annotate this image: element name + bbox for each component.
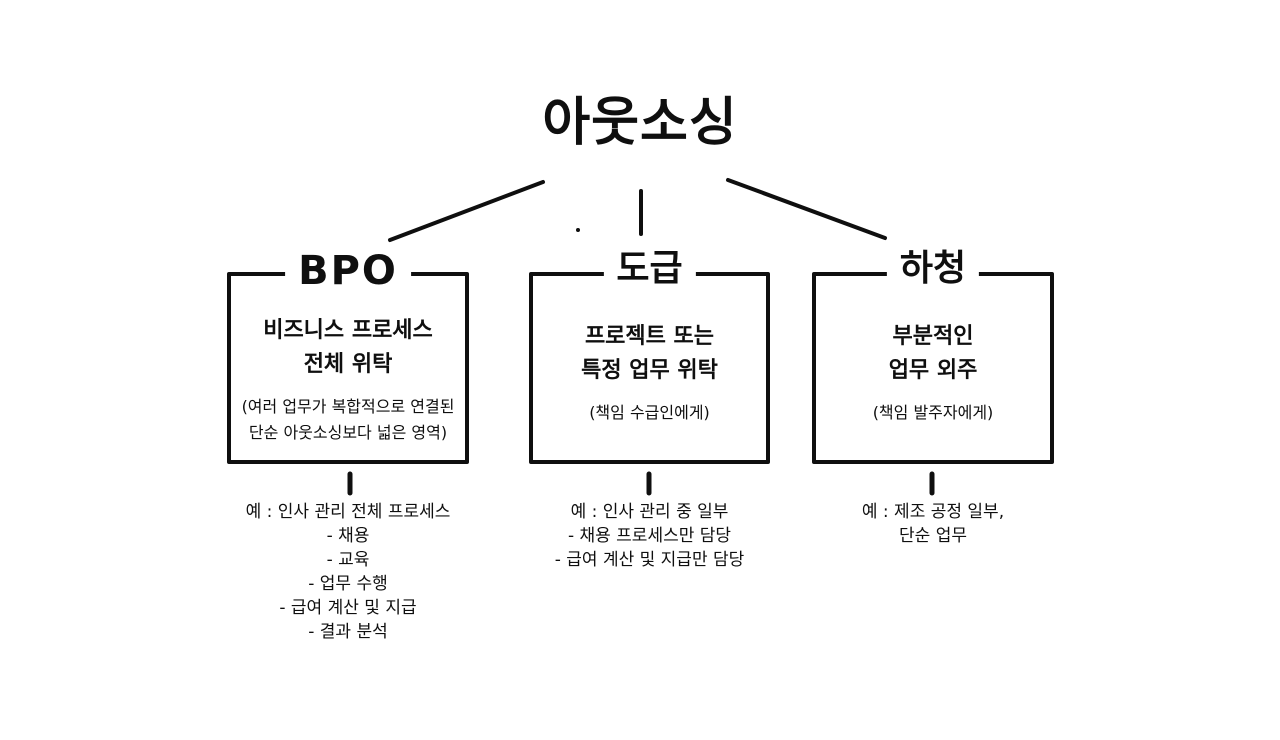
branch-note-dogeup: (책임 수급인에게) (539, 400, 760, 426)
text-line: 부분적인 (892, 324, 974, 349)
text-line: 단순 아웃소싱보다 넓은 영역) (248, 423, 448, 442)
text-line: 특정 업무 위탁 (581, 358, 718, 383)
connector-left-diagonal (388, 180, 545, 242)
text-line: 전체 위탁 (303, 352, 393, 377)
text-line: (책임 수급인에게) (589, 403, 710, 422)
branch-note-hacheong: (책임 발주자에게) (822, 400, 1044, 426)
branch-title-dogeup: 도급 (603, 249, 696, 289)
text-line: - 채용 (326, 526, 370, 546)
stray-ink-dot (576, 228, 580, 232)
text-line: 비즈니스 프로세스 (263, 318, 433, 343)
text-line: - 급여 계산 및 지급만 담당 (554, 550, 745, 570)
diagram-title: 아웃소싱 (542, 93, 738, 153)
branch-examples-hacheong: 예 : 제조 공정 일부, 단순 업무 (812, 500, 1054, 548)
branch-title-bpo: BPO (285, 249, 411, 293)
text-line: 업무 외주 (888, 358, 978, 383)
text-line: 단순 업무 (899, 526, 967, 546)
branch-examples-bpo: 예 : 인사 관리 전체 프로세스 - 채용 - 교육 - 업무 수행 - 급여 계산 … (227, 500, 469, 644)
text-line: 프로젝트 또는 (584, 324, 715, 349)
text-line: (여러 업무가 복합적으로 연결된 (241, 397, 455, 416)
branch-title-hacheong: 하청 (886, 249, 980, 289)
connector-right-diagonal (726, 178, 887, 240)
text-line: 예 : 제조 공정 일부, (861, 502, 1005, 522)
text-line: - 교육 (326, 550, 370, 570)
text-line: - 채용 프로세스만 담당 (567, 526, 732, 546)
text-line: 예 : 인사 관리 중 일부 (570, 502, 729, 522)
branch-examples-dogeup: 예 : 인사 관리 중 일부 - 채용 프로세스만 담당 - 급여 계산 및 지급만… (529, 500, 770, 572)
text-line: - 업무 수행 (308, 574, 388, 594)
text-line: (책임 발주자에게) (872, 403, 994, 422)
text-line: - 급여 계산 및 지급 (279, 598, 417, 618)
text-line: - 결과 분석 (308, 622, 388, 642)
text-line: 예 : 인사 관리 전체 프로세스 (245, 502, 451, 522)
